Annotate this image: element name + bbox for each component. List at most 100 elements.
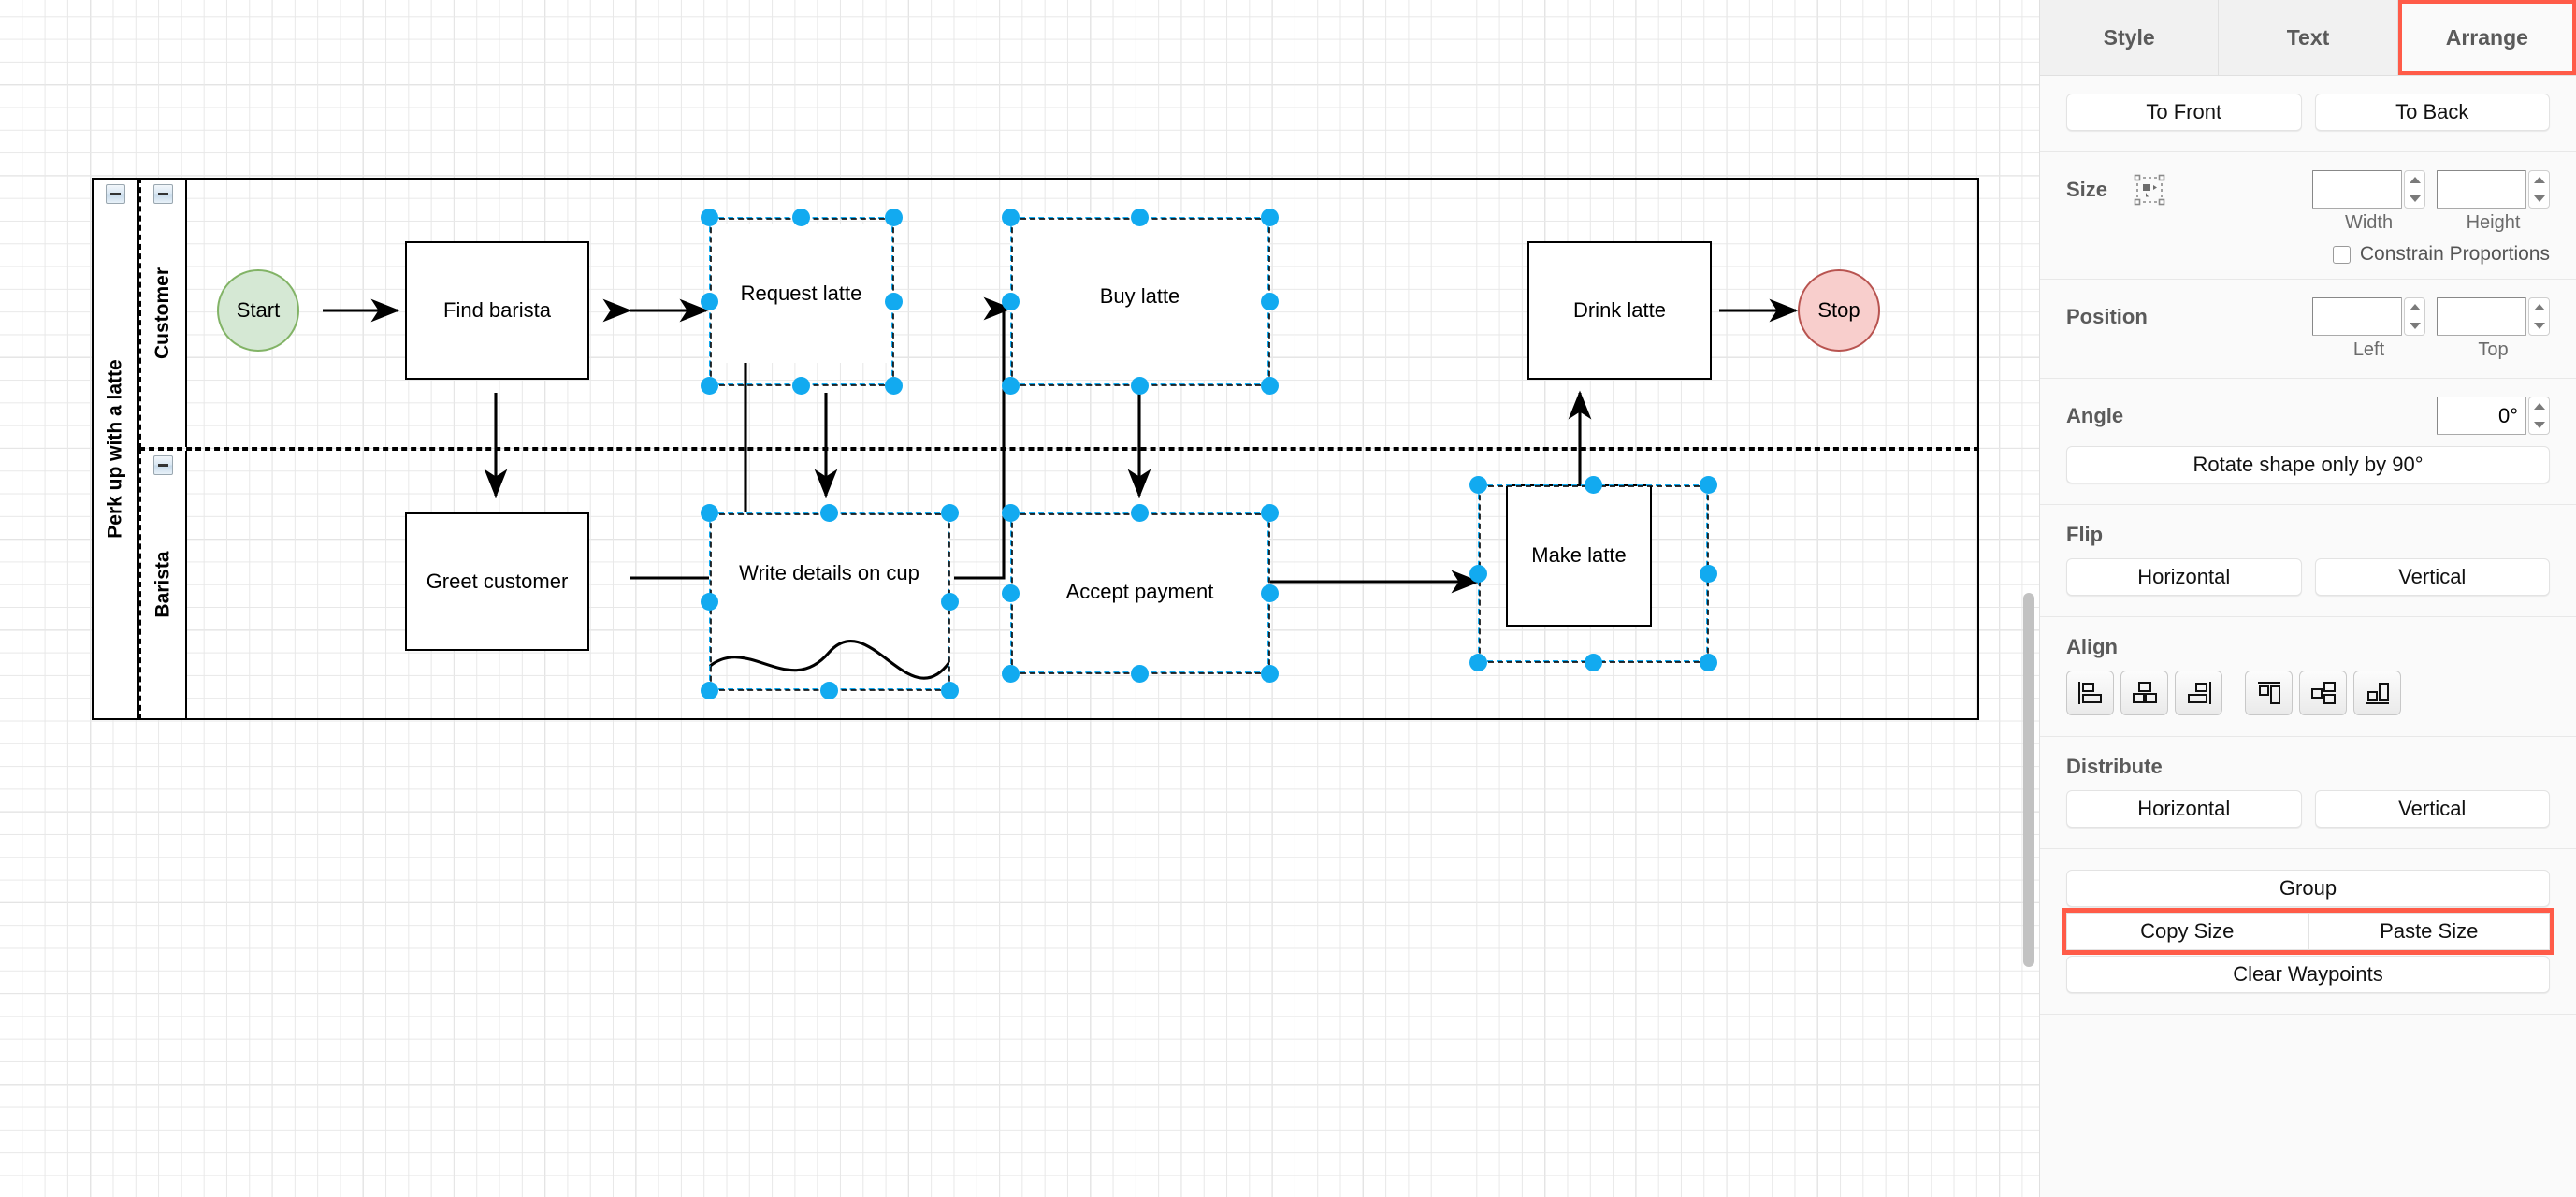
tab-text[interactable]: Text [2219, 0, 2398, 75]
lane-customer-title-bar[interactable]: Customer [141, 180, 187, 447]
lane-barista-collapse-minus-icon[interactable] [153, 455, 173, 475]
align-left-icon[interactable] [2066, 671, 2114, 715]
node-find-barista[interactable]: Find barista [405, 241, 589, 380]
position-label: Position [2066, 304, 2148, 328]
spinner-up-icon[interactable] [2533, 304, 2545, 311]
top-spinner[interactable] [2528, 297, 2550, 336]
align-middle-icon[interactable] [2299, 671, 2347, 715]
node-drink-latte[interactable]: Drink latte [1527, 241, 1712, 380]
spinner-down-icon[interactable] [2409, 322, 2421, 329]
node-greet-customer-label: Greet customer [426, 570, 569, 594]
lane-barista-label: Barista [152, 551, 174, 618]
node-buy-latte[interactable]: Buy latte [1010, 213, 1269, 380]
to-front-button[interactable]: To Front [2066, 94, 2302, 131]
group-label: Group [2279, 876, 2337, 900]
to-back-button[interactable]: To Back [2314, 94, 2550, 131]
height-spinner[interactable] [2528, 170, 2550, 209]
flip-label: Flip [2066, 523, 2104, 546]
width-field[interactable] [2312, 170, 2425, 209]
pool-title-bar[interactable]: Perk up with a latte [94, 180, 139, 718]
spinner-down-icon[interactable] [2409, 195, 2421, 202]
tab-text-label: Text [2286, 24, 2330, 50]
clear-waypoints-label: Clear Waypoints [2233, 962, 2383, 986]
height-field[interactable] [2437, 170, 2550, 209]
spinner-down-icon[interactable] [2533, 421, 2545, 428]
top-field[interactable] [2437, 297, 2550, 336]
node-make-latte-label: Make latte [1531, 543, 1627, 568]
left-input[interactable] [2312, 297, 2402, 336]
group-button[interactable]: Group [2066, 870, 2550, 907]
tab-style[interactable]: Style [2040, 0, 2220, 75]
spinner-up-icon[interactable] [2533, 177, 2545, 184]
node-start-label: Start [236, 298, 281, 323]
constrain-proportions-label: Constrain Proportions [2359, 243, 2550, 265]
canvas-vertical-scrollbar[interactable] [2022, 0, 2035, 1197]
spinner-up-icon[interactable] [2409, 304, 2421, 311]
angle-field[interactable] [2437, 397, 2550, 435]
flip-vertical-button[interactable]: Vertical [2314, 558, 2550, 596]
distribute-vertical-button[interactable]: Vertical [2314, 790, 2550, 828]
constrain-row: Constrain Proportions [2066, 243, 2550, 266]
order-button-row: To Front To Back [2066, 94, 2550, 131]
section-angle: Angle Rotate shape only by 90° [2040, 379, 2576, 505]
node-write-details-on-cup[interactable] [709, 512, 949, 690]
node-request-latte-label: Request latte [740, 281, 862, 306]
width-input[interactable] [2312, 170, 2402, 209]
height-input[interactable] [2437, 170, 2526, 209]
scrollbar-thumb[interactable] [2023, 593, 2034, 967]
node-accept-payment-label: Accept payment [1065, 580, 1214, 604]
spinner-down-icon[interactable] [2533, 195, 2545, 202]
section-size: Size [2040, 152, 2576, 280]
node-make-latte[interactable]: Make latte [1506, 484, 1652, 627]
lane-barista-title-bar[interactable]: Barista [141, 451, 187, 718]
width-spinner[interactable] [2404, 170, 2425, 209]
spinner-up-icon[interactable] [2409, 177, 2421, 184]
angle-input[interactable] [2437, 397, 2526, 435]
position-row: Position [2066, 297, 2550, 336]
section-align: Align [2040, 617, 2576, 737]
flip-horizontal-button[interactable]: Horizontal [2066, 558, 2302, 596]
node-stop-label: Stop [1817, 298, 1860, 323]
tab-arrange[interactable]: Arrange [2397, 0, 2576, 75]
section-distribute: Distribute Horizontal Vertical [2040, 737, 2576, 849]
distribute-vertical-label: Vertical [2398, 797, 2467, 820]
diagram-canvas[interactable]: Perk up with a latte Customer Barista [0, 0, 2039, 1197]
autosize-icon[interactable] [2134, 174, 2165, 206]
lane-customer-collapse-minus-icon[interactable] [153, 184, 173, 204]
node-stop[interactable]: Stop [1798, 269, 1880, 352]
angle-spinner[interactable] [2528, 397, 2550, 435]
constrain-proportions-checkbox[interactable] [2332, 245, 2351, 264]
node-find-barista-label: Find barista [443, 298, 551, 323]
lane-customer-label: Customer [152, 267, 174, 360]
diagram-root: Perk up with a latte Customer Barista [0, 0, 2039, 1197]
flip-horizontal-label: Horizontal [2137, 565, 2231, 588]
lane-barista[interactable] [139, 449, 1979, 720]
copy-size-button[interactable]: Copy Size [2066, 913, 2308, 950]
format-panel: Style Text Arrange To Front To Back [2039, 0, 2576, 1197]
spinner-up-icon[interactable] [2533, 403, 2545, 411]
section-flip: Flip Horizontal Vertical [2040, 505, 2576, 617]
node-accept-payment[interactable]: Accept payment [1010, 512, 1269, 671]
align-top-icon[interactable] [2245, 671, 2293, 715]
align-right-icon[interactable] [2175, 671, 2222, 715]
align-center-icon[interactable] [2120, 671, 2168, 715]
left-field[interactable] [2312, 297, 2425, 336]
align-label: Align [2066, 635, 2118, 658]
left-spinner[interactable] [2404, 297, 2425, 336]
distribute-label: Distribute [2066, 755, 2163, 778]
node-start[interactable]: Start [217, 269, 299, 352]
tab-arrange-label: Arrange [2445, 24, 2528, 50]
lane-customer[interactable] [139, 178, 1979, 449]
left-sublabel: Left [2352, 339, 2385, 360]
align-bottom-icon[interactable] [2353, 671, 2401, 715]
clear-waypoints-button[interactable]: Clear Waypoints [2066, 956, 2550, 993]
section-actions: Group Copy Size Paste Size Clear Waypoin… [2040, 849, 2576, 1015]
node-greet-customer[interactable]: Greet customer [405, 512, 589, 651]
spinner-down-icon[interactable] [2533, 322, 2545, 329]
top-input[interactable] [2437, 297, 2526, 336]
paste-size-button[interactable]: Paste Size [2308, 913, 2550, 950]
distribute-horizontal-button[interactable]: Horizontal [2066, 790, 2302, 828]
pool-collapse-minus-icon[interactable] [106, 184, 125, 204]
node-request-latte[interactable]: Request latte [709, 224, 893, 363]
rotate-shape-button[interactable]: Rotate shape only by 90° [2066, 446, 2550, 483]
